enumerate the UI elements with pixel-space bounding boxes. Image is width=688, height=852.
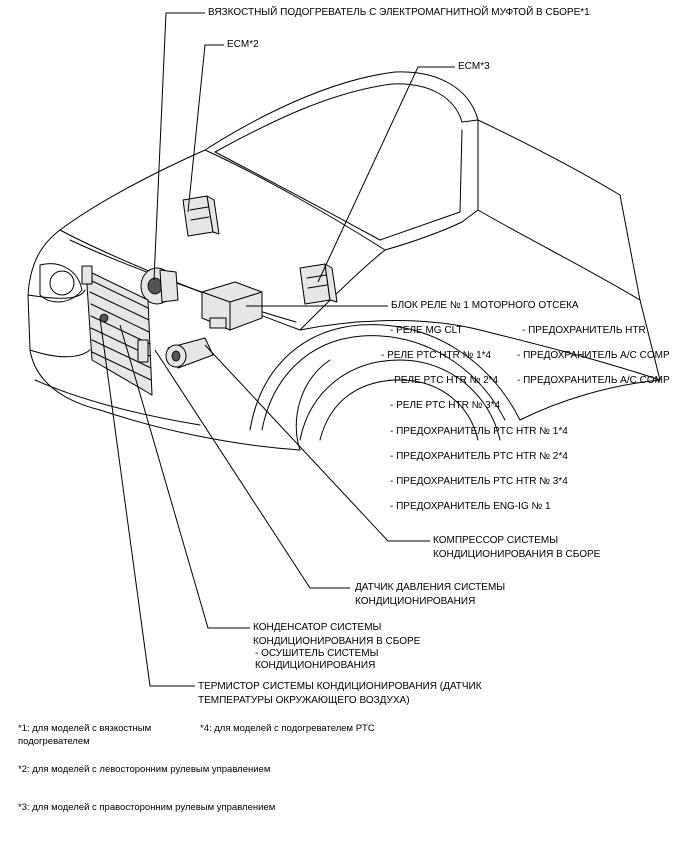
thermistor-label-line1: ТЕРМИСТОР СИСТЕМЫ КОНДИЦИОНИРОВАНИЯ (ДАТ… <box>198 681 482 692</box>
fuse-ptc-1: - ПРЕДОХРАНИТЕЛЬ PTC HTR № 1*4 <box>390 426 568 437</box>
relay-item-mg-clt: - РЕЛЕ MG CLT <box>390 325 463 336</box>
compressor-label-line1: КОМПРЕССОР СИСТЕМЫ <box>433 535 559 546</box>
relay-item-ptc-1: - РЕЛЕ PTC HTR № 1*4 <box>381 350 492 361</box>
footnote-1-line2: подогревателем <box>18 736 90 747</box>
relay-block-label: БЛОК РЕЛЕ № 1 МОТОРНОГО ОТСЕКА <box>391 300 579 311</box>
thermistor-label-line2: ТЕМПЕРАТУРЫ ОКРУЖАЮЩЕГО ВОЗДУХА) <box>198 695 410 706</box>
compressor-part <box>165 337 214 369</box>
pressure-sensor-label-line1: ДАТЧИК ДАВЛЕНИЯ СИСТЕМЫ <box>355 582 506 593</box>
fuse-ptc-2: - ПРЕДОХРАНИТЕЛЬ PTC HTR № 2*4 <box>390 451 568 462</box>
viscous-heater-label: ВЯЗКОСТНЫЙ ПОДОГРЕВАТЕЛЬ С ЭЛЕКТРОМАГНИТ… <box>208 7 590 18</box>
relay-item-ptc-2: - РЕЛЕ PTC HTR № 2*4 <box>388 375 499 386</box>
relay-item-ac-comp-2: - ПРЕДОХРАНИТЕЛЬ A/C COMP <box>517 375 670 386</box>
footnote-4: *4: для моделей с подогревателем PTC <box>200 723 375 734</box>
ecm-lhd-label: ECM*2 <box>227 39 259 50</box>
relay-item-ac-comp-1: - ПРЕДОХРАНИТЕЛЬ A/C COMP <box>517 350 670 361</box>
relay-block-part <box>201 281 263 331</box>
fuse-ptc-3: - ПРЕДОХРАНИТЕЛЬ PTC HTR № 3*4 <box>390 476 568 487</box>
relay-item-htr-fuse: - ПРЕДОХРАНИТЕЛЬ HTR <box>522 325 646 336</box>
footnote-3: *3: для моделей с правосторонним рулевым… <box>18 802 276 813</box>
footnote-1-line1: *1: для моделей с вязкостным <box>18 723 152 734</box>
condenser-label-line1: КОНДЕНСАТОР СИСТЕМЫ <box>253 622 382 633</box>
compressor-label-line2: КОНДИЦИОНИРОВАНИЯ В СБОРЕ <box>433 549 601 560</box>
ecm-rhd-label: ECM*3 <box>458 61 490 72</box>
condenser-label-line3: - ОСУШИТЕЛЬ СИСТЕМЫ <box>255 648 379 659</box>
condenser-label-line4: КОНДИЦИОНИРОВАНИЯ <box>255 660 376 671</box>
pressure-sensor-label-line2: КОНДИЦИОНИРОВАНИЯ <box>355 596 476 607</box>
relay-item-ptc-3: - РЕЛЕ PTC HTR № 3*4 <box>390 400 501 411</box>
ecm-lhd-part <box>182 195 220 237</box>
viscous-heater-part <box>140 267 179 305</box>
footnote-2: *2: для моделей с левосторонним рулевым … <box>18 764 271 775</box>
leader-lines <box>99 12 455 687</box>
car-outline <box>27 71 661 451</box>
condenser-part <box>81 265 153 396</box>
condenser-label-line2: КОНДИЦИОНИРОВАНИЯ В СБОРЕ <box>253 636 421 647</box>
fuse-eng-ig-1: - ПРЕДОХРАНИТЕЛЬ ENG-IG № 1 <box>390 501 551 512</box>
ecm-rhd-part <box>299 263 338 305</box>
